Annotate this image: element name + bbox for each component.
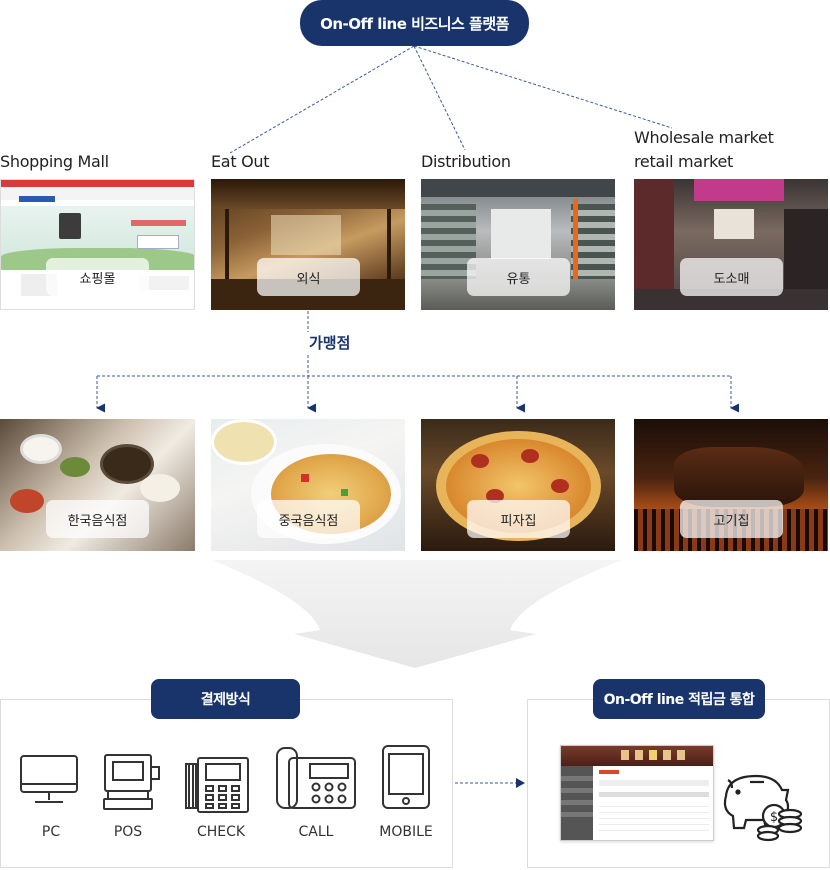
distribution-tag: 유통: [467, 258, 570, 296]
points-title: On-Off line 적립금 통합: [593, 679, 765, 719]
wholesale-tag: 도소매: [680, 258, 783, 296]
device-label-call: CALL: [298, 824, 334, 840]
smartphone-icon: [380, 744, 432, 812]
pos-terminal-icon: [100, 752, 162, 812]
category-label-eat-out: Eat Out: [211, 152, 270, 171]
card-terminal-icon: [184, 750, 250, 814]
category-label-wholesale-line2: retail market: [634, 152, 734, 171]
meat-restaurant-tag: 고기집: [680, 500, 783, 538]
points-admin-screen: [560, 745, 714, 841]
eat-out-tag: 외식: [257, 258, 360, 296]
chinese-restaurant-tag: 중국음식점: [257, 500, 360, 538]
svg-text:$: $: [770, 810, 778, 825]
category-label-shopping-mall: Shopping Mall: [0, 152, 109, 171]
category-label-wholesale-line1: Wholesale market: [634, 128, 774, 147]
franchise-label: 가맹점: [309, 334, 351, 352]
pizza-restaurant-tag: 피자집: [467, 500, 570, 538]
device-label-pc: PC: [41, 824, 61, 840]
monitor-icon: [18, 752, 80, 812]
piggy-bank-coins-icon: $: [716, 766, 806, 842]
device-label-mobile: MOBILE: [379, 824, 433, 840]
telephone-icon: [274, 746, 358, 812]
platform-title: On-Off line 비즈니스 플랫폼: [300, 0, 529, 46]
wholesale-photo: [634, 179, 828, 310]
device-label-pos: POS: [113, 824, 143, 840]
payment-title: 결제방식: [151, 679, 300, 719]
category-label-distribution: Distribution: [421, 152, 511, 171]
pizza-restaurant-photo: [421, 419, 615, 551]
korean-restaurant-tag: 한국음식점: [46, 500, 149, 538]
category-label-wholesale: Wholesale market retail market: [634, 126, 774, 174]
shopping-mall-tag: 쇼핑몰: [46, 258, 149, 296]
device-label-check: CHECK: [196, 824, 246, 840]
